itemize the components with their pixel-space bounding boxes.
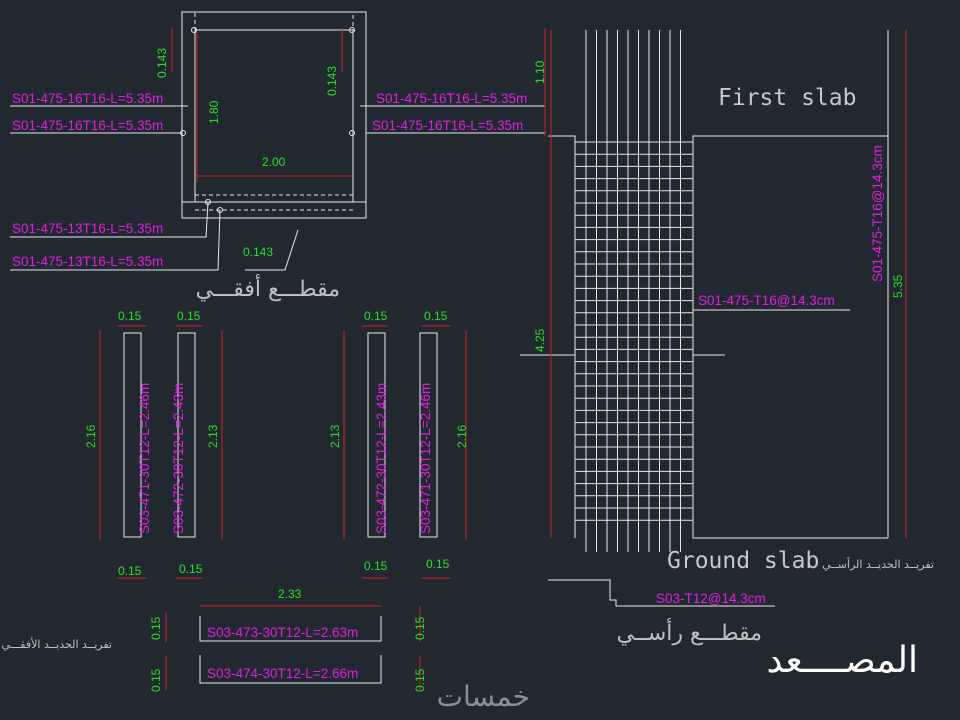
leader-line [10, 201, 209, 238]
dim-mid: 4.25 [533, 328, 547, 352]
leader-line [245, 229, 299, 271]
plan-bottom-wall [181, 201, 367, 219]
vertical-bar-top-dim-1: 0.15 [118, 309, 142, 323]
corner-bar-marker [349, 27, 355, 33]
vertical-rebar-schedule-title: تفريــد الحديــد الرأســي [822, 557, 934, 571]
plan-rebar-label-5: S01-475-13T16-L=5.35m [12, 221, 163, 236]
horizontal-bar-label-2: S03-474-30T12-L=2.66m [207, 666, 358, 681]
first-slab-label: First slab [718, 85, 856, 111]
horizontal-section-title: مقطـــع أفقـــي [196, 274, 340, 302]
plan-view [10, 11, 545, 271]
horizontal-span-dim: 2.33 [278, 587, 302, 601]
bar-shape [177, 332, 196, 538]
bar-shape [419, 332, 438, 538]
horizontal-bar-left-dim-1: 0.15 [149, 616, 163, 640]
vertical-bar-dim-3: 2.13 [328, 424, 342, 448]
base-rebar-label: S03-T12@14.3cm [656, 591, 766, 606]
bar-shape [199, 655, 382, 684]
elevation-rebar-grid [575, 30, 693, 552]
horizontal-bar-dimension-lines [165, 605, 421, 690]
ground-slab-line [548, 579, 775, 607]
vertical-bar-bottom-dim-2: 0.15 [179, 562, 203, 576]
vertical-bar-dimension-lines [99, 325, 467, 579]
vertical-bar-top-dim-3: 0.15 [364, 309, 388, 323]
bar-shape [199, 616, 382, 642]
corner-bar-marker [191, 27, 197, 33]
plan-dimension-lines [171, 28, 546, 182]
wall-rebar-label: S01-475-T16@14.3cm [698, 293, 835, 308]
leader-line [10, 209, 221, 271]
vertical-bar-top-dim-4: 0.15 [424, 309, 448, 323]
bar-shape [367, 332, 386, 538]
dim-cover-right: 0.143 [325, 66, 339, 96]
vertical-section-title: مقطـــع رأســي [617, 618, 762, 646]
plan-rebar-label-4: S01-475-16T16-L=5.35m [372, 118, 523, 133]
vertical-bar-dim-4: 2.16 [455, 424, 469, 448]
vertical-rebar-label: S01-475-T16@14.3cm [870, 145, 885, 282]
vertical-bar-dim-2: 2.13 [206, 424, 220, 448]
plan-rebar-label-1: S01-475-16T16-L=5.35m [12, 91, 163, 106]
vertical-bar-dim-1: 2.16 [84, 424, 98, 448]
dim-height: 1.80 [207, 100, 221, 124]
plan-rebar-label-6: S01-475-13T16-L=5.35m [12, 254, 163, 269]
ground-slab-label: Ground slab [667, 548, 819, 574]
horizontal-bar-schedule [199, 616, 382, 684]
dim-total: 5.35 [891, 274, 905, 298]
dim-width: 2.00 [262, 155, 286, 169]
bar-shape [123, 332, 142, 538]
elevation-left-wall [548, 135, 576, 538]
plan-rebar-label-3: S01-475-16T16-L=5.35m [376, 91, 527, 106]
bar-marker [349, 130, 355, 136]
vertical-bar-label-4: S03-471-30T12-L=2.46m [418, 383, 433, 534]
plan-right-rebar-zone [352, 11, 367, 203]
dim-cover-bottom: 0.143 [243, 245, 273, 259]
dim-cover-left: 0.143 [155, 48, 169, 78]
horizontal-bar-right-dim-2: 0.15 [413, 668, 427, 692]
horizontal-rebar-schedule-title: تفريــد الحديــد الأفقـــي [1, 637, 112, 651]
horizontal-bar-label-1: S03-473-30T12-L=2.63m [207, 625, 358, 640]
vertical-bar-bottom-dim-3: 0.15 [364, 559, 388, 573]
plan-left-rebar-zone [181, 11, 196, 203]
dim-top: 1.10 [533, 60, 547, 84]
vertical-bar-bottom-dim-4: 0.15 [426, 557, 450, 571]
vertical-bar-top-dim-2: 0.15 [177, 309, 201, 323]
elevation-dimension-lines [550, 30, 907, 538]
vertical-bar-label-2: S03-472-30T12-L=2.43m [171, 383, 186, 534]
horizontal-bar-right-dim-1: 0.15 [413, 616, 427, 640]
vertical-bar-label-1: S03-471-30T12-L=2.46m [137, 383, 152, 534]
vertical-bar-schedule [123, 332, 438, 538]
plan-rebar-label-2: S01-475-16T16-L=5.35m [12, 118, 163, 133]
vertical-bar-label-3: S03-472-30T12-L=2.43m [374, 383, 389, 534]
vertical-bar-bottom-dim-1: 0.15 [118, 564, 142, 578]
horizontal-bar-left-dim-2: 0.15 [149, 668, 163, 692]
watermark: خمسات [437, 680, 530, 713]
drawing-title: المصــــعد [767, 640, 918, 681]
